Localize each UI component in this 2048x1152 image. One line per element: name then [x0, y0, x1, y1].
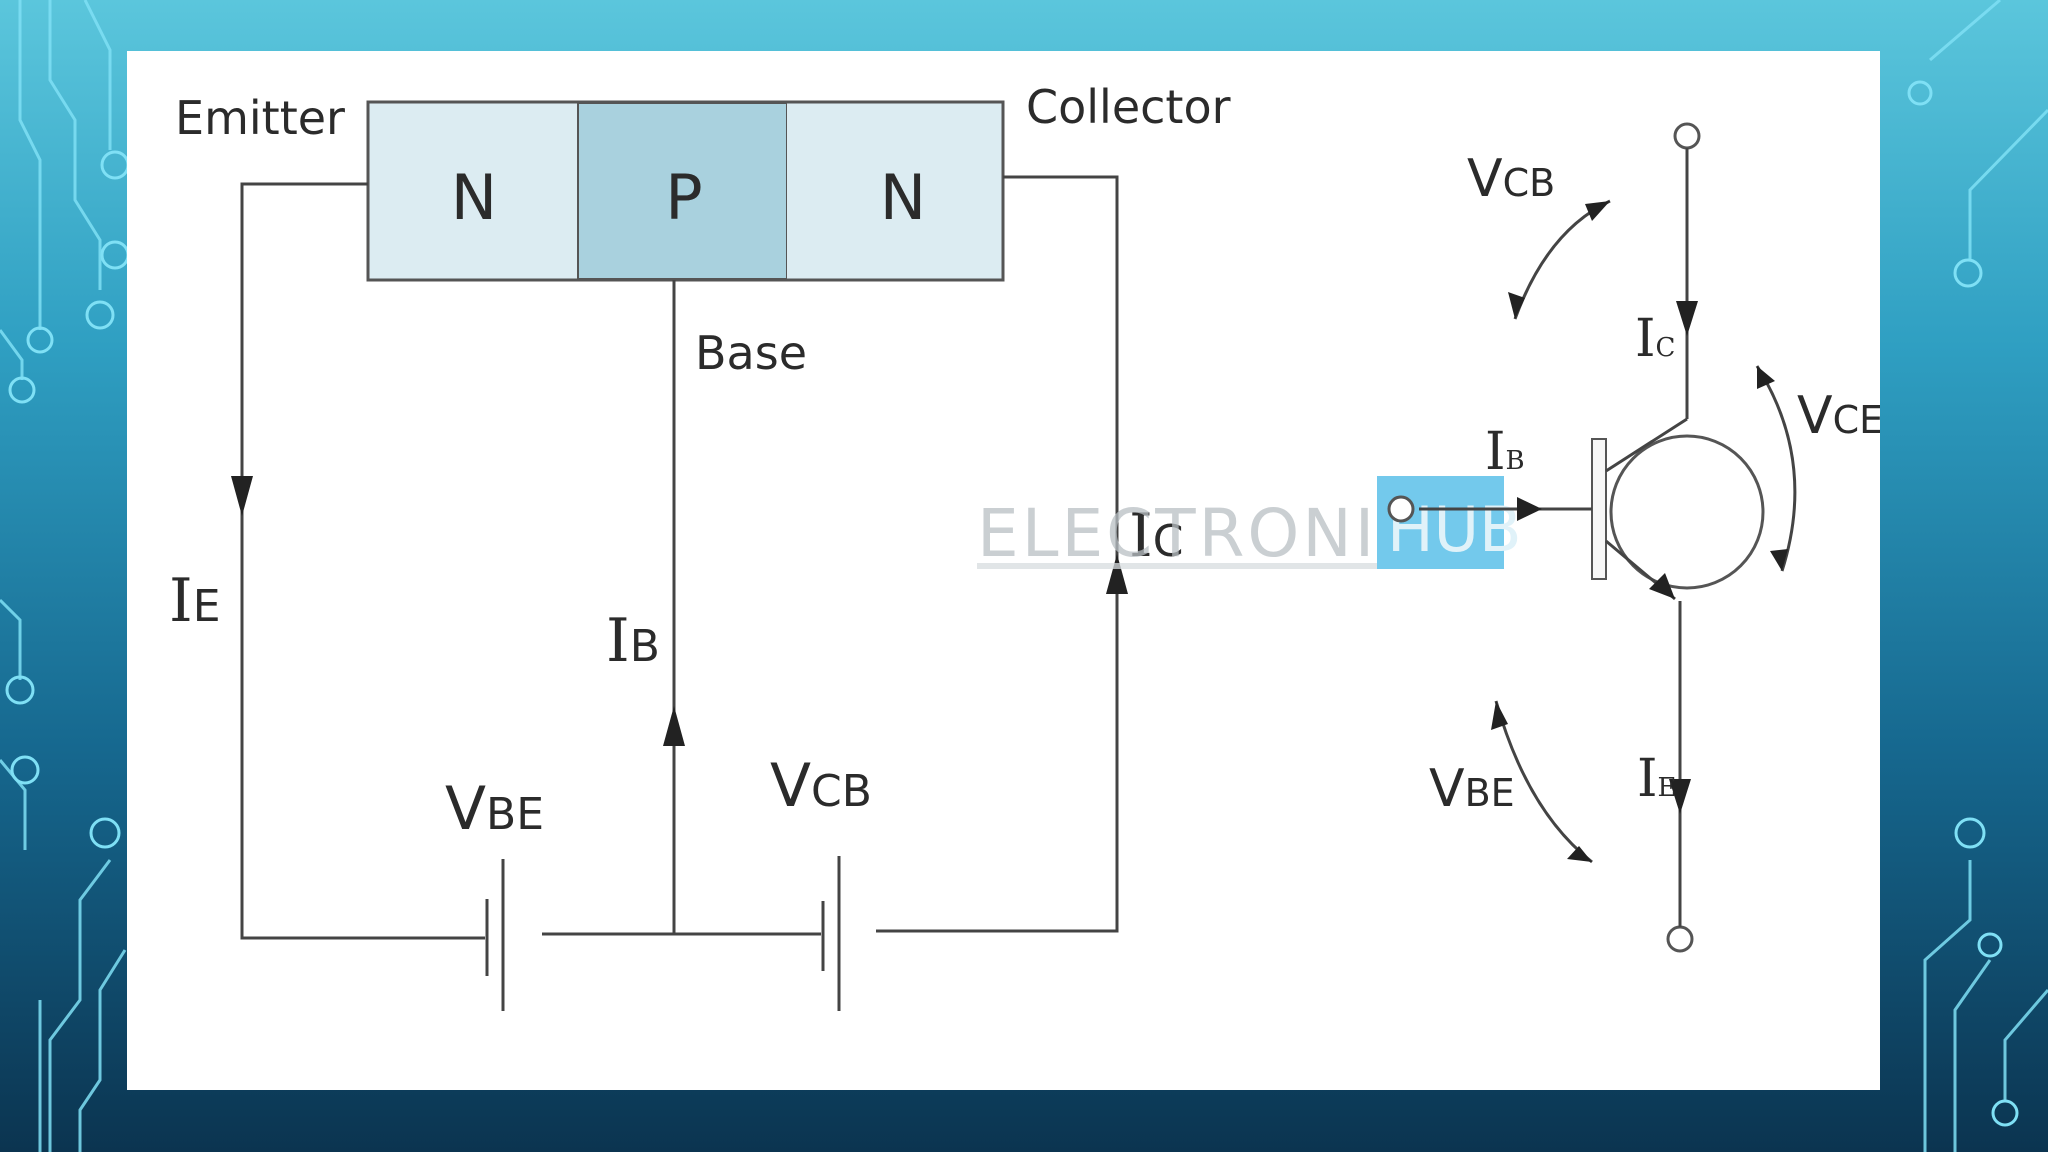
emitter-label: Emitter — [175, 91, 345, 145]
symbol-ib-label: IB — [1485, 422, 1525, 482]
n-region-right-fill — [787, 103, 1002, 279]
base-label: Base — [695, 326, 807, 380]
diagram-slide: N P N Emitter Collector Base IE IB IC VB… — [127, 51, 1880, 1090]
region-label-n-left: N — [451, 161, 497, 234]
vbe-arc-arrow-icon — [1491, 701, 1508, 730]
ie-symbol-arrow-icon — [1669, 779, 1691, 814]
npn-transistor-symbol — [1387, 122, 1765, 953]
collector-label: Collector — [1026, 80, 1231, 134]
ib-arrow-icon — [663, 706, 685, 746]
region-label-n-right: N — [880, 161, 926, 234]
npn-transistor-diagram: N P N Emitter Collector Base IE IB IC VB… — [169, 80, 1880, 1011]
ic-symbol-arrow-icon — [1676, 301, 1698, 336]
symbol-vcb-label: VCB — [1467, 149, 1555, 209]
base-bar — [1591, 438, 1607, 580]
ie-label: IE — [169, 566, 221, 636]
vcb-arc-arrow-icon — [1585, 201, 1610, 221]
transistor-envelope — [1609, 434, 1765, 590]
ic-label: IC — [1129, 501, 1183, 571]
vcb-arc-arrow-2-icon — [1508, 292, 1525, 319]
vce-arc-arrow-2-icon — [1770, 549, 1788, 571]
vbe-arc-arrow-2-icon — [1567, 846, 1592, 862]
battery-vbe — [485, 859, 505, 1011]
n-region-left-fill — [369, 103, 578, 279]
symbol-ie-label: IE — [1637, 749, 1677, 809]
symbol-vce-label: VCE — [1797, 386, 1880, 446]
base-terminal — [1387, 495, 1415, 523]
symbol-vbe-label: VBE — [1429, 759, 1515, 819]
ie-arrow-icon — [231, 476, 253, 516]
bar-outline — [366, 100, 1005, 282]
emitter-arrow-icon — [1649, 573, 1675, 599]
battery-vcb — [821, 856, 841, 1011]
ib-label: IB — [606, 606, 660, 676]
region-label-p: P — [665, 161, 702, 234]
emitter-terminal — [1666, 925, 1694, 953]
watermark-badge — [1377, 476, 1504, 569]
ic-arrow-icon — [1106, 554, 1128, 594]
vcb-label: VCB — [770, 751, 872, 821]
p-region — [577, 102, 788, 280]
watermark: ELECTRONICS HUB — [977, 476, 1522, 572]
collector-terminal — [1673, 122, 1701, 150]
vce-arc-arrow-icon — [1757, 366, 1775, 389]
symbol-ic-label: IC — [1635, 309, 1675, 369]
vbe-label: VBE — [445, 774, 544, 844]
ib-symbol-arrow-icon — [1517, 497, 1542, 521]
